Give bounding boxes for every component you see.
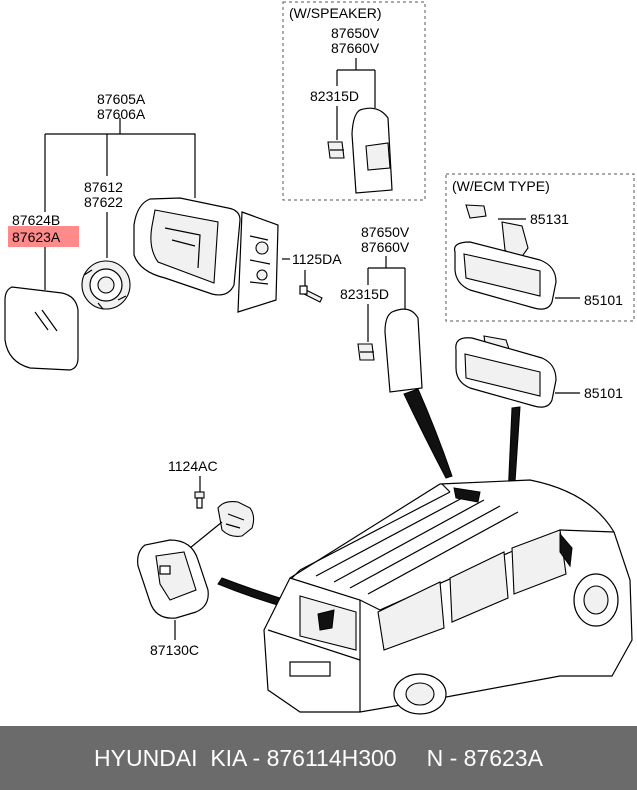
rear-mirror-part [137,501,255,619]
inside-mirror-part [455,335,557,408]
ecm-mirror-part [453,241,557,310]
label-w-speaker: (W/SPEAKER) [289,5,382,21]
label-87612: 87612 [84,179,123,195]
mirror-glass-part [4,286,79,371]
mirror-actuator-part [81,260,131,310]
label-w-ecm: (W/ECM TYPE) [452,178,550,194]
speaker-clip-part [327,141,345,159]
label-ecm-85131: 85131 [530,211,569,227]
speaker-variant-box [282,1,426,201]
label-87624b: 87624B [12,212,60,228]
label-87606a: 87606A [97,106,146,122]
leader-87605a [44,118,196,212]
mirror-base-part [237,211,279,313]
label-speaker-87650v: 87650V [331,25,380,41]
label-87605a: 87605A [97,91,146,107]
garnish-clip-part [357,343,375,361]
label-87660v: 87660V [361,239,410,255]
label-1124ac: 1124AC [168,458,218,474]
mirror-garnish-part [384,308,423,393]
outside-mirror-housing-part [133,197,241,296]
footer-bar: HYUNDAI KIA - 876114H300 N - 87623A [0,726,637,790]
parts-diagram: 87605A 87606A 87612 87622 87624B 87623A … [4,1,635,715]
label-85101: 85101 [584,385,623,401]
label-87650v: 87650V [361,224,410,240]
label-87622: 87622 [84,194,123,210]
ecm-cover-part [465,204,487,219]
label-87130c: 87130C [150,642,199,658]
footer-brand-part-number: HYUNDAI KIA - 876114H300 [94,744,397,771]
label-82315d: 82315D [340,286,389,302]
label-87623a: 87623A [12,229,61,245]
ecm-variant-box [445,173,635,322]
mirror-glass-reflection [34,309,58,332]
speaker-garnish-part [351,107,393,194]
label-1125da: 1125DA [292,251,342,267]
footer-oem-number: N - 87623A [426,744,543,771]
highlight-87623a [8,226,79,247]
label-speaker-87660v: 87660V [331,40,380,56]
label-ecm-85101: 85101 [584,292,623,308]
label-speaker-82315d: 82315D [310,88,359,104]
pointer-arrow-garnish [403,388,453,479]
screw-1124ac-part [194,491,205,509]
vehicle-illustration [263,479,633,715]
bolt-1125da-part [299,285,323,303]
